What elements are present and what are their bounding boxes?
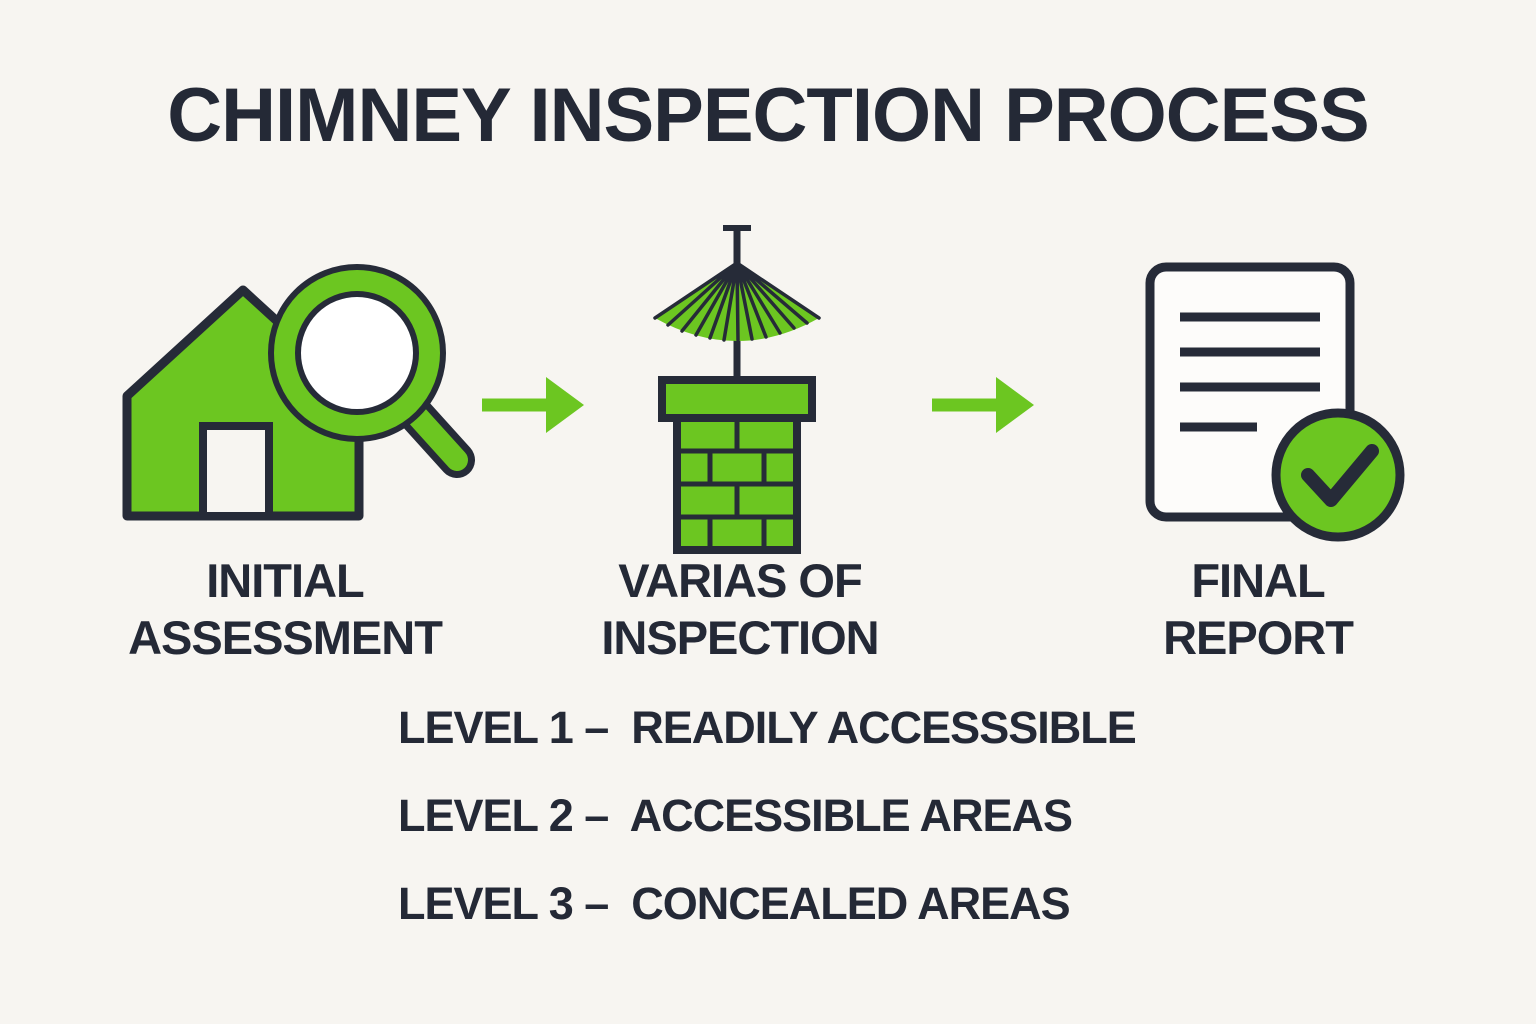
level-2-item: LEVEL 2 – ACCESSIBLE AREAS — [398, 790, 1073, 841]
step-label-line: VARIAS OF — [618, 554, 862, 607]
step-label-varias-of-inspection: VARIAS OF INSPECTION — [520, 552, 960, 667]
step-label-line: ASSESSMENT — [128, 611, 443, 665]
level-1-item: LEVEL 1 – READILY ACCESSSIBLE — [398, 702, 1137, 753]
page-title: CHIMNEY INSPECTION PROCESS — [167, 73, 1369, 158]
right-arrow-icon — [928, 365, 1038, 450]
right-arrow-icon — [478, 365, 588, 450]
house-magnifier-icon — [105, 248, 475, 538]
right-arrow-icon — [932, 377, 1034, 433]
step-label-initial-assessment: INITIAL ASSESSMENT — [65, 552, 505, 667]
chimney-brush-icon — [607, 218, 867, 563]
step-label-line: INSPECTION — [601, 611, 879, 665]
right-arrow-icon — [482, 377, 584, 433]
report-check-icon — [1135, 255, 1410, 550]
step-label-final-report: FINAL REPORT — [1038, 552, 1478, 667]
chimney-brush-icon — [653, 225, 821, 554]
step-label-line: FINAL — [1191, 554, 1325, 607]
report-check-icon — [1145, 262, 1405, 542]
step-label-line: REPORT — [1163, 611, 1354, 665]
step-label-line: INITIAL — [206, 554, 364, 607]
level-3-item: LEVEL 3 – CONCEALED AREAS — [398, 878, 1071, 929]
inspection-levels: LEVEL 1 – READILY ACCESSSIBLE LEVEL 2 – … — [398, 702, 1137, 966]
house-magnifier-icon — [122, 264, 475, 521]
